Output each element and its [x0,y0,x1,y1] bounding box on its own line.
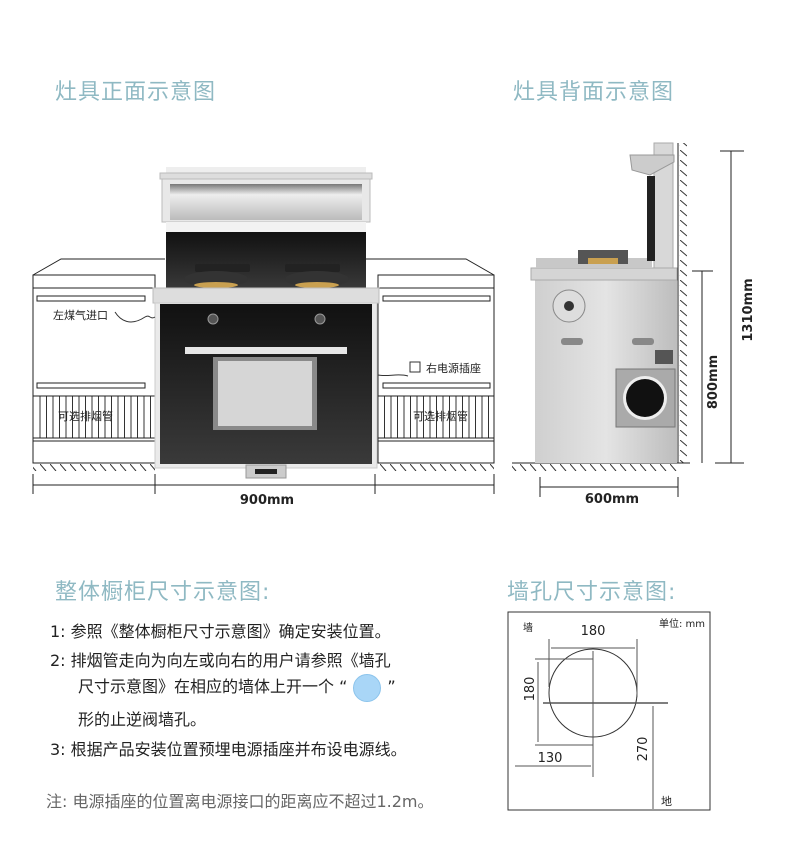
instruction-2c: 形的止逆阀墙孔。 [78,710,207,729]
power-socket-label: 右电源插座 [426,361,481,375]
width-dimension [32,474,495,494]
integrated-stove-side [530,142,678,463]
burner-right [285,264,349,288]
instruction-3: 3: 根据产品安装位置预埋电源插座并布设电源线。 [50,740,407,759]
left-pipe-label: 可选排烟管 [58,409,113,423]
socket-icon [409,361,421,373]
height-dimensions [539,150,744,497]
instruction-2b: 尺寸示意图》在相应的墙体上开一个 “” [78,673,396,702]
height-from-floor-label: 270 [636,737,651,762]
right-cabinet [366,258,495,464]
floor-hatch [33,463,155,471]
gas-inlet-label: 左煤气进口 [53,308,108,322]
diameter-v-label: 180 [523,677,538,702]
floor-label: 地 [661,795,672,808]
instruction-2a: 2: 排烟管走向为向左或向右的用户请参照《墙孔 [50,651,391,670]
total-height-label: 1310mm [741,278,756,341]
gas-pipe [114,311,156,323]
diameter-h-label: 180 [581,624,606,639]
right-pipe-label: 可选排烟管 [413,409,468,423]
unit-label: 单位: mm [659,617,705,630]
front-view-title: 灶具正面示意图 [55,80,217,105]
depth-label: 600mm [585,492,639,507]
back-view-title: 灶具背面示意图 [513,80,675,105]
wall-hole-title: 墙孔尺寸示意图: [507,580,677,605]
wall-hatch [679,143,687,463]
offset-left-label: 130 [538,751,563,766]
left-cabinet [32,258,165,464]
wall-label: 墙 [523,621,533,634]
instruction-1: 1: 参照《整体橱柜尺寸示意图》确定安装位置。 [50,622,391,641]
integrated-stove-front [152,167,380,479]
counter-height-label: 800mm [706,355,721,409]
burner-left [184,264,250,288]
note: 注: 电源插座的位置离电源接口的距离应不超过1.2m。 [46,792,434,811]
wall-hole-diagram: 墙 单位: mm 180 180 130 270 地 [507,611,711,811]
cabinet-title: 整体橱柜尺寸示意图: [55,580,271,605]
floor-hatch [378,463,494,471]
width-label: 900mm [240,493,294,508]
round-hole-icon [353,673,382,702]
stove-diagrams: 左煤气进口 右电源插座 可选排烟管 可选排烟管 900mm [32,142,756,508]
